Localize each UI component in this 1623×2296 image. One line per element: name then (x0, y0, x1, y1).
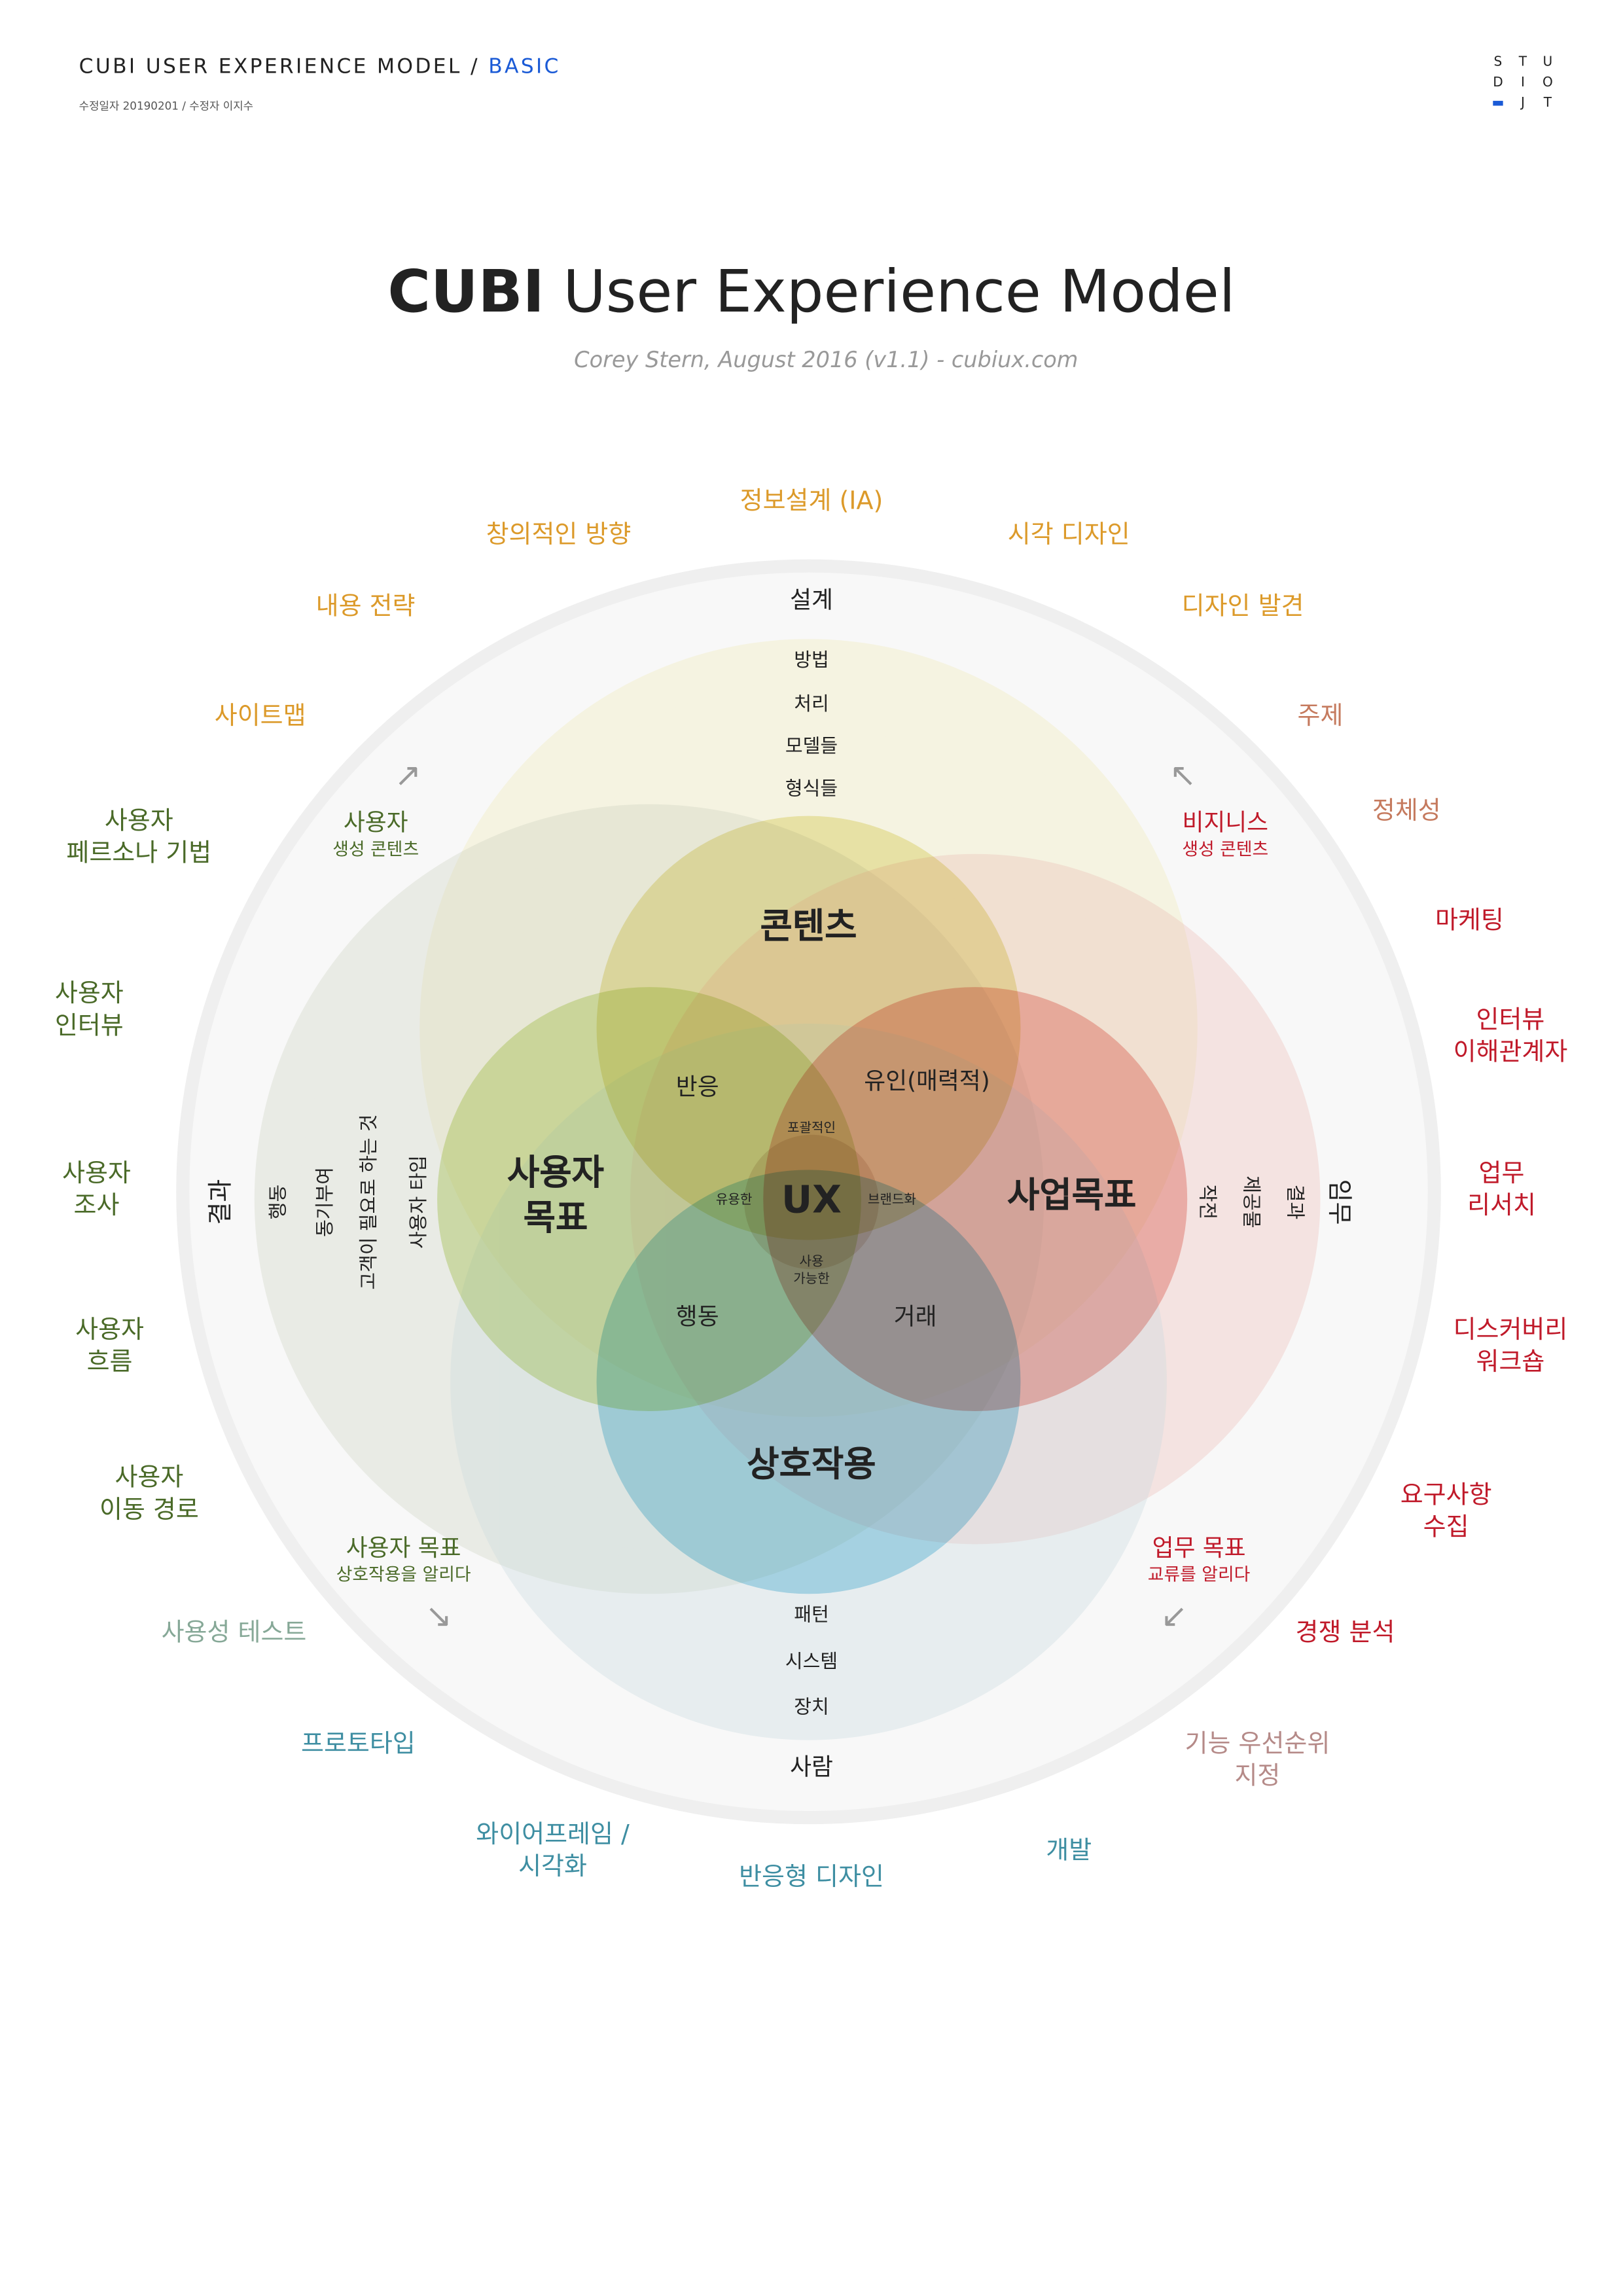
core-interaction: 상호작용 (747, 1444, 876, 1485)
core-business-goals: 사업목표 (1007, 1174, 1137, 1216)
label-ia: 정보설계 (IA) (740, 486, 883, 516)
label-visual-design: 시각 디자인 (1007, 520, 1130, 550)
label-development: 개발 (1046, 1837, 1092, 1866)
overlap-transaction: 거래 (893, 1302, 937, 1331)
label-design-discovery: 디자인 발견 (1181, 592, 1304, 622)
label-usability-testing: 사용성 테스트 (161, 1619, 307, 1648)
overlap-behavior: 행동 (675, 1302, 719, 1331)
ring-processes: 처리 (794, 694, 829, 716)
overlap-useful: 유용한 (715, 1193, 753, 1208)
core-content: 콘텐츠 (760, 905, 857, 947)
label-theme: 주제 (1297, 702, 1344, 731)
ring-results: 결과 (1283, 1184, 1306, 1220)
ring-people: 사람 (790, 1752, 833, 1781)
ring-user-types: 사용자 타입 (408, 1155, 431, 1249)
ring-mission: 임무 (1324, 1179, 1353, 1225)
label-competitive-analysis: 경쟁 분석 (1295, 1619, 1395, 1648)
header-accent: BASIC (488, 55, 561, 79)
label-responsive-design: 반응형 디자인 (739, 1863, 884, 1892)
overlap-reactive: 반응 (675, 1073, 719, 1101)
ring-motivations: 동기부여 (315, 1167, 337, 1237)
arrow-sw-icon: ↙ (1160, 1599, 1188, 1636)
overlap-branded: 브랜드화 (867, 1193, 916, 1208)
ring-models: 모델들 (785, 736, 838, 759)
interaction-circle (596, 1170, 1021, 1594)
header-title: CUBI USER EXPERIENCE MODEL / BASIC (79, 55, 561, 79)
core-ux: UX (781, 1178, 842, 1223)
arrow-se-icon: ↘ (425, 1599, 452, 1636)
label-prototyping: 프로토타입 (301, 1729, 416, 1759)
ring-behaviors: 행동 (268, 1184, 291, 1220)
ring-devices: 장치 (794, 1696, 829, 1719)
overlap-inclusive: 포괄적인 (787, 1121, 836, 1137)
ring-outcomes: 결과 (207, 1179, 236, 1225)
label-content-strategy: 내용 전략 (315, 592, 416, 622)
label-sitemap: 사이트맵 (214, 702, 306, 731)
ring-operations: 작전 (1195, 1184, 1217, 1220)
label-identity: 정체성 (1372, 797, 1441, 827)
label-creative-direction: 창의적인 방향 (486, 520, 632, 550)
arrow-ne-icon: ↗ (394, 758, 421, 795)
ring-customer-needs: 고객이 필요로 하는 것 (359, 1114, 382, 1290)
ring-offerings: 제공물 (1239, 1175, 1261, 1229)
ring-design: 설계 (790, 586, 833, 614)
label-wireframes: 와이어프레임 /시각화 (476, 1820, 630, 1882)
label-marketing: 마케팅 (1435, 906, 1504, 936)
ring-patterns: 패턴 (794, 1605, 829, 1627)
overlap-appealing: 유인(매력적) (864, 1067, 990, 1095)
page-title: CUBI User Experience Model (387, 259, 1236, 327)
ring-formats: 형식들 (785, 778, 838, 801)
revision-meta: 수정일자 20190201 / 수정자 이지수 (79, 99, 254, 113)
ring-systems: 시스템 (785, 1651, 838, 1674)
page-subtitle: Corey Stern, August 2016 (v1.1) - cubiux… (574, 346, 1079, 373)
ring-methods: 방법 (794, 650, 829, 672)
ux-circle (744, 1134, 879, 1270)
arrow-nw-icon: ↖ (1169, 758, 1197, 795)
